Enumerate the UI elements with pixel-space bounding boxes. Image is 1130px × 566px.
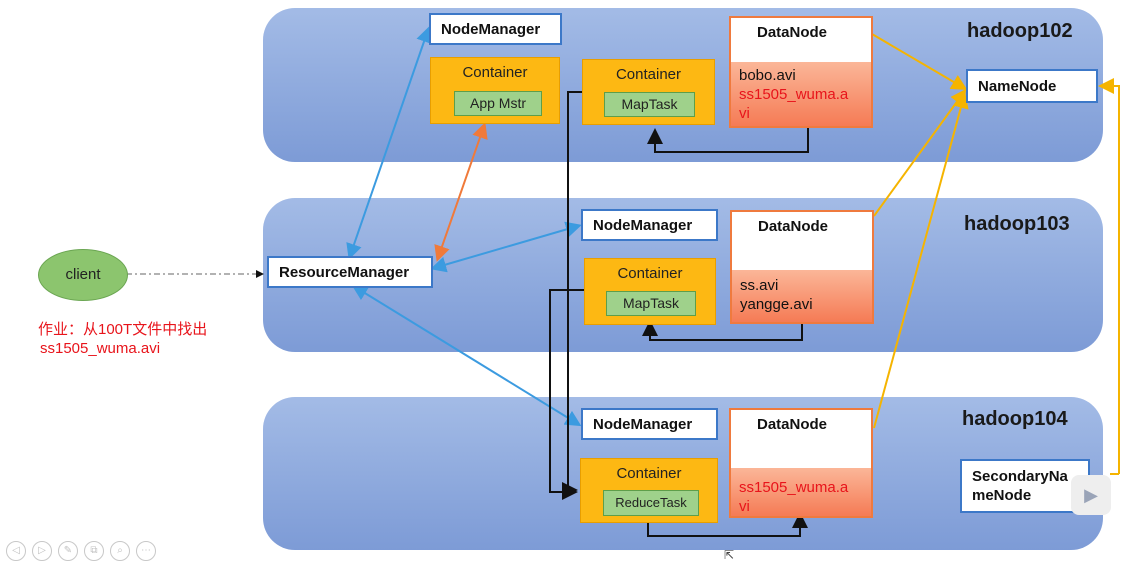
next-icon[interactable]: ▷ — [32, 541, 52, 561]
node-manager-box: NodeManager — [581, 408, 718, 440]
file-name: vi — [739, 105, 750, 122]
datanode-title: DataNode — [758, 218, 829, 235]
file-name: ss.avi — [740, 277, 779, 294]
mouse-cursor-icon: ⇱ — [724, 548, 735, 562]
file-name: bobo.avi — [739, 67, 796, 84]
prev-icon[interactable]: ◁ — [6, 541, 26, 561]
file-name: ss1505_wuma.a — [739, 479, 849, 496]
container-label: Container — [615, 66, 682, 83]
datanode-files: ss1505_wuma.a vi — [731, 468, 871, 516]
datanode-title: DataNode — [757, 24, 828, 41]
more-icon[interactable]: ⋯ — [136, 541, 156, 561]
container-label: Container — [616, 465, 682, 482]
datanode-box: DataNode ss.avi yangge.avi — [730, 210, 874, 324]
copy-icon[interactable]: ⧉ — [84, 541, 104, 561]
secondary-namenode-label: SecondaryNa — [972, 468, 1068, 485]
datanode-files: ss.avi yangge.avi — [732, 270, 872, 322]
homework-note: 作业：从100T文件中找出 ss1505_wuma.avi — [38, 320, 208, 358]
reduce-task: ReduceTask — [603, 490, 699, 516]
app-master-task: App Mstr — [454, 91, 542, 116]
secondary-namenode-label: meNode — [972, 487, 1032, 504]
secondary-namenode-box: SecondaryNa meNode — [960, 459, 1090, 513]
resource-manager-box: ResourceManager — [267, 256, 433, 288]
node-manager-box: NodeManager — [429, 13, 562, 45]
presentation-toolbar: ◁ ▷ ✎ ⧉ ⌕ ⋯ — [6, 541, 156, 561]
homework-line: ss1505_wuma.avi — [40, 340, 161, 357]
pen-icon[interactable]: ✎ — [58, 541, 78, 561]
client-node: client — [38, 249, 128, 301]
zoom-icon[interactable]: ⌕ — [110, 541, 130, 561]
host-label: hadoop104 — [962, 408, 1068, 430]
file-name: vi — [739, 498, 750, 515]
file-name: ss1505_wuma.a — [739, 86, 849, 103]
host-label: hadoop102 — [967, 20, 1073, 42]
namenode-box: NameNode — [966, 69, 1098, 103]
datanode-box: DataNode bobo.avi ss1505_wuma.a vi — [729, 16, 873, 128]
host-label: hadoop103 — [964, 213, 1070, 235]
datanode-files: bobo.avi ss1505_wuma.a vi — [731, 62, 871, 126]
container-label: Container — [617, 265, 683, 282]
datanode-title: DataNode — [757, 416, 828, 433]
play-icon[interactable]: ▶ — [1071, 475, 1111, 515]
map-task: MapTask — [606, 291, 696, 316]
node-manager-box: NodeManager — [581, 209, 718, 241]
homework-line: 作业：从100T文件中找出 — [38, 321, 208, 338]
container-label: Container — [462, 64, 528, 81]
datanode-box: DataNode ss1505_wuma.a vi — [729, 408, 873, 518]
map-task: MapTask — [604, 92, 695, 117]
file-name: yangge.avi — [740, 296, 813, 313]
